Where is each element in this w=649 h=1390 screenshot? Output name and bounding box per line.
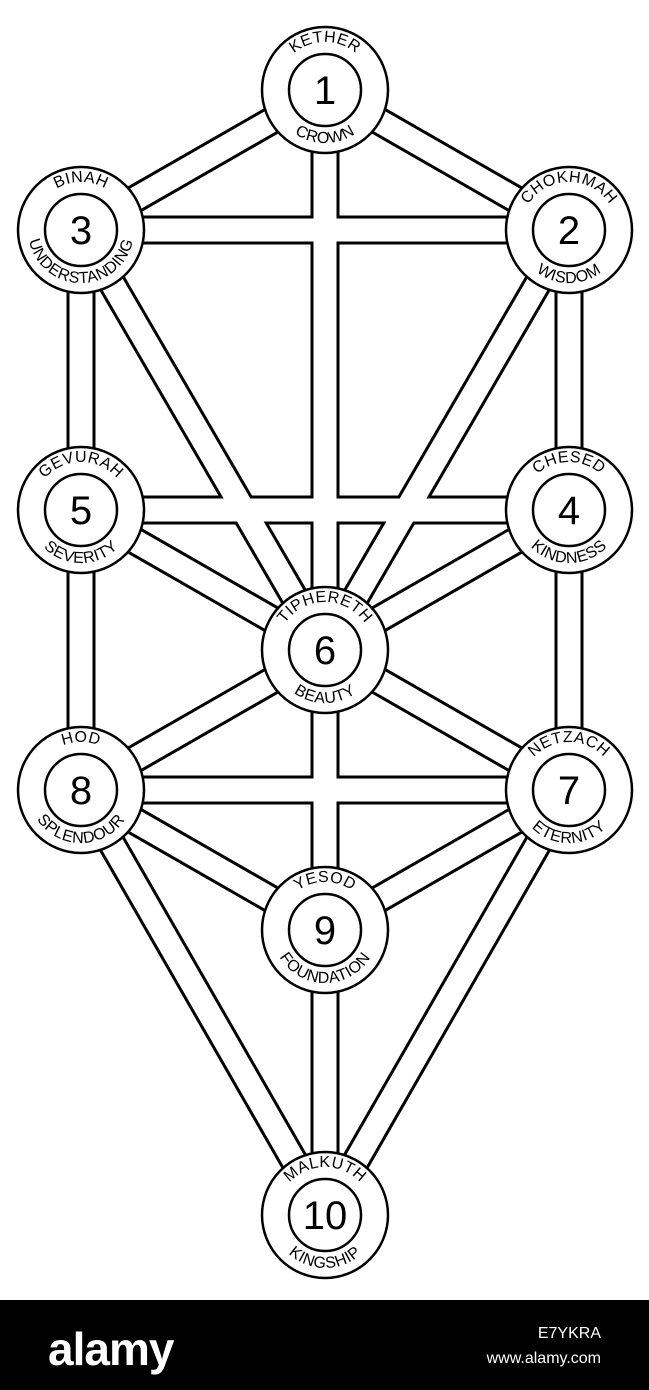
- watermark-site: www.alamy.com: [486, 1349, 601, 1367]
- sephirah-number: 6: [314, 629, 336, 673]
- sephirah-inner-ring: [43, 752, 119, 828]
- sephirah-number: 8: [70, 769, 92, 813]
- sephirah-inner-ring: [287, 52, 363, 128]
- sephirah-number: 4: [558, 489, 580, 533]
- watermark-logo: alamy: [48, 1323, 174, 1375]
- sephirah-number: 1: [314, 69, 336, 113]
- tree-of-life-diagram: 1KETHERCROWN2CHOKHMAHWISDOM3BINAHUNDERST…: [16, 25, 634, 1280]
- sephirah-inner-ring: [531, 192, 607, 268]
- watermark-image-id: E7YKRA: [537, 1325, 601, 1342]
- sephirah-number: 2: [558, 209, 580, 253]
- sephirah-number: 5: [70, 489, 92, 533]
- sephirah-inner-ring: [531, 472, 607, 548]
- path-7-10-channel: [315, 784, 579, 1221]
- sephirah-inner-ring: [287, 612, 363, 688]
- sephirah-number: 3: [70, 209, 92, 253]
- sephirah-number: 10: [303, 1194, 348, 1238]
- path-8-10-channel: [71, 784, 335, 1221]
- sephirah-inner-ring: [43, 472, 119, 548]
- sephirah-inner-ring: [43, 192, 119, 268]
- sephirah-name: HOD: [60, 729, 103, 749]
- sephirah-inner-ring: [531, 752, 607, 828]
- sephirah-number: 9: [314, 909, 336, 953]
- sephirah-number: 7: [558, 769, 580, 813]
- sephirot-layer: 1KETHERCROWN2CHOKHMAHWISDOM3BINAHUNDERST…: [16, 25, 634, 1280]
- sephirah-name: BINAH: [51, 169, 111, 192]
- sephirah-inner-ring: [287, 892, 363, 968]
- sephirah-inner-ring: [287, 1177, 363, 1253]
- path-2-6-channel: [315, 224, 579, 656]
- path-3-6-channel: [71, 224, 335, 656]
- watermark-bar: alamy E7YKRA www.alamy.com: [0, 1300, 649, 1390]
- watermark-id-block: E7YKRA www.alamy.com: [487, 1322, 601, 1372]
